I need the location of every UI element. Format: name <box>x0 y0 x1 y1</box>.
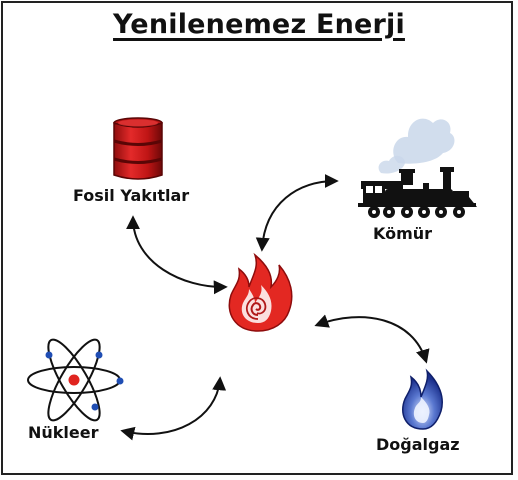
diagram-frame: Yenilenemez Enerji <box>1 1 513 475</box>
arrow-coal-to-fire <box>255 174 339 252</box>
gas-flame-icon <box>402 368 443 430</box>
oil-barrel-icon <box>113 117 163 180</box>
arrow-nuclear-to-fire <box>120 376 227 441</box>
atom-icon <box>27 338 124 422</box>
fire-icon <box>228 252 293 332</box>
label-coal: Kömür <box>373 224 433 243</box>
arrow-fire-to-gas <box>314 314 430 364</box>
diagram-title: Yenilenemez Enerji <box>113 9 405 40</box>
steam-locomotive-icon <box>358 118 477 218</box>
diagram-canvas <box>27 117 477 441</box>
label-fossil-fuels: Fosil Yakıtlar <box>73 186 190 205</box>
label-natural-gas: Doğalgaz <box>376 435 460 454</box>
label-nuclear: Nükleer <box>28 423 99 442</box>
arrow-fossil-to-fire <box>126 215 228 295</box>
